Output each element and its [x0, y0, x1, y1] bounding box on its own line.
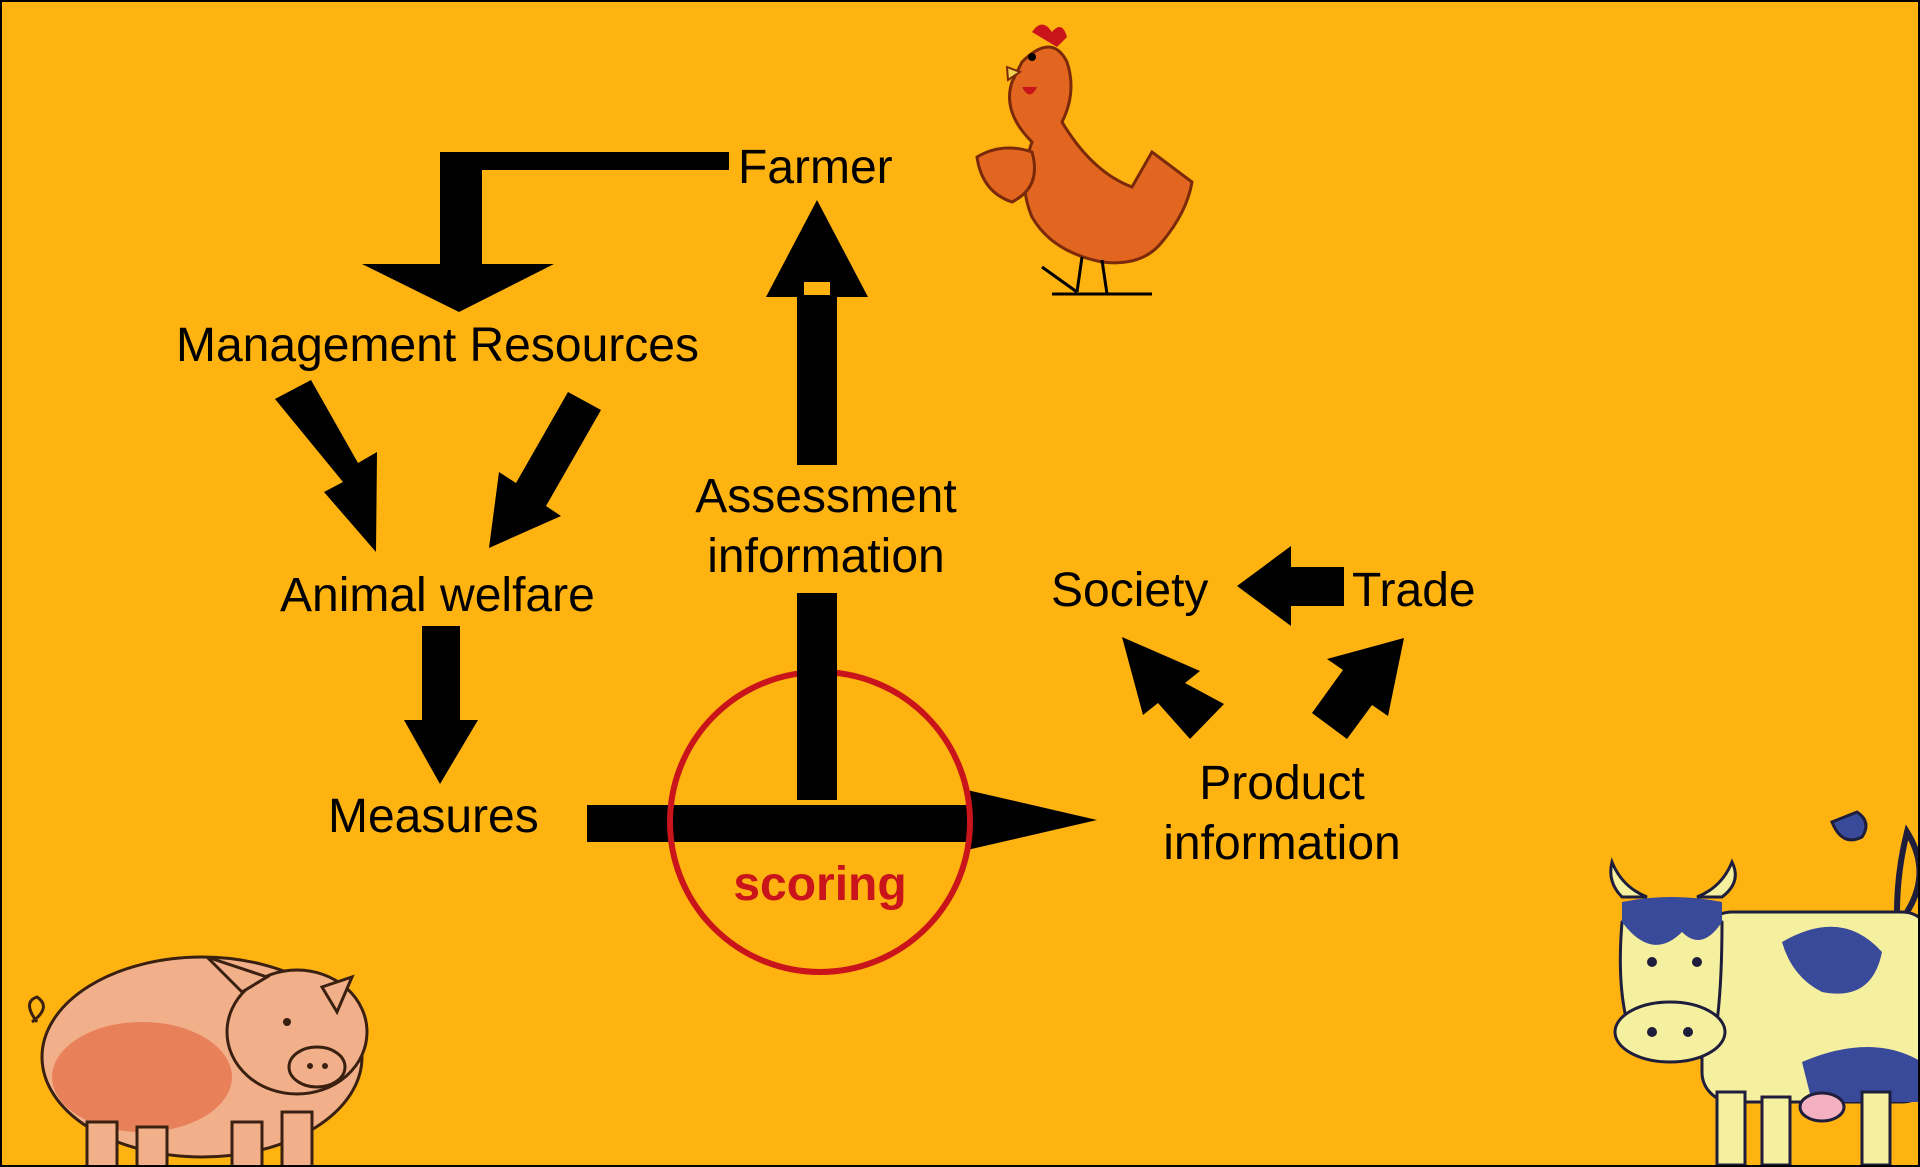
scoring-label: scoring: [733, 858, 907, 911]
arrow-product-to-trade: [1312, 638, 1404, 739]
product-line-1: Product: [1199, 757, 1365, 810]
node-society: Society: [1051, 564, 1209, 617]
node-assessment-information: Assessment information: [666, 467, 986, 587]
chicken-icon: [975, 24, 1194, 296]
arrow-management-to-welfare-left: [275, 380, 377, 552]
node-animal-welfare: Animal welfare: [280, 569, 595, 622]
node-management-resources: Management Resources: [176, 319, 699, 372]
arrow-management-to-welfare-right: [489, 392, 601, 548]
arrow-product-to-society: [1122, 637, 1224, 739]
node-product-information: Product information: [1122, 754, 1442, 874]
arrow-assessment-to-farmer: [766, 200, 868, 297]
pig-icon: [28, 955, 369, 1165]
product-line-2: information: [1163, 817, 1401, 870]
assessment-line-1: Assessment: [695, 470, 957, 523]
arrow-welfare-to-measures: [404, 626, 478, 784]
cow-icon: [1609, 810, 1918, 1165]
arrow-notch: [804, 282, 830, 295]
bar-assessment-to-farmer: [797, 297, 837, 465]
arrow-farmer-to-management: [362, 152, 729, 312]
assessment-line-2: information: [707, 530, 945, 583]
node-measures: Measures: [328, 790, 539, 843]
node-farmer: Farmer: [738, 141, 893, 194]
arrow-trade-to-society: [1237, 546, 1344, 626]
node-trade: Trade: [1352, 564, 1476, 617]
bar-scoring-to-assessment: [797, 593, 837, 800]
